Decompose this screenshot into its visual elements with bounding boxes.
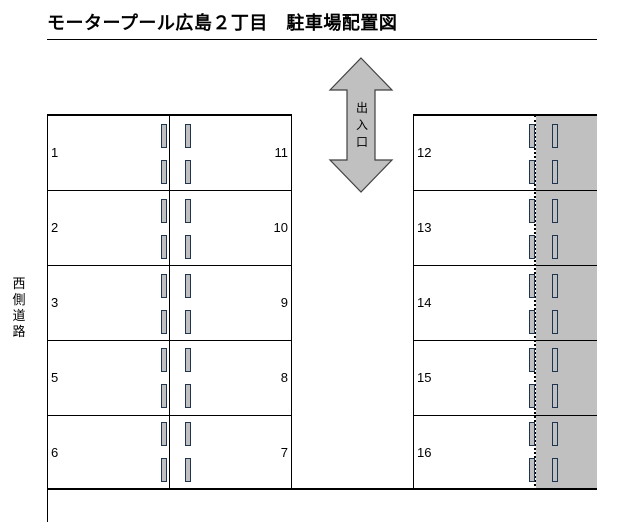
car-stop-icon (529, 458, 535, 482)
car-stop-icon (185, 274, 191, 298)
car-stop-icon (161, 124, 167, 148)
car-stop-icon (185, 160, 191, 184)
entrance-label-char: 口 (355, 135, 368, 149)
entrance-label-char: 入 (355, 118, 368, 132)
parking-slot-number: 5 (51, 370, 59, 385)
title-underline (47, 39, 597, 40)
parking-slot-number: 2 (51, 220, 59, 235)
car-stop-icon (529, 348, 535, 372)
west-road-label: 西 側 道 路 (9, 277, 29, 341)
car-stop-icon (185, 422, 191, 446)
parking-slot-number: 11 (274, 145, 289, 160)
car-stop-icon (529, 199, 535, 223)
left-block-left-border (47, 114, 48, 522)
parking-slot-number: 9 (280, 295, 288, 310)
car-stop-icon (529, 160, 535, 184)
parking-slot-number: 1 (51, 145, 59, 160)
gray-restricted-zone (536, 115, 597, 490)
parking-slot-number: 10 (273, 220, 288, 235)
car-stop-icon (529, 124, 535, 148)
car-stop-icon (529, 310, 535, 334)
car-stop-icon (185, 384, 191, 408)
car-stop-icon (552, 199, 558, 223)
car-stop-icon (161, 199, 167, 223)
car-stop-icon (185, 199, 191, 223)
car-stop-icon (529, 274, 535, 298)
car-stop-icon (552, 124, 558, 148)
car-stop-icon (552, 160, 558, 184)
car-stop-icon (161, 274, 167, 298)
car-stop-icon (185, 235, 191, 259)
car-stop-icon (185, 124, 191, 148)
car-stop-icon (552, 384, 558, 408)
left-block-center-divider (169, 114, 170, 490)
car-stop-icon (552, 274, 558, 298)
parking-slot-number: 6 (51, 445, 59, 460)
parking-slot-number: 15 (417, 370, 432, 385)
parking-slot-number: 14 (417, 295, 432, 310)
row-divider (47, 415, 292, 416)
row-divider (413, 415, 597, 416)
car-stop-icon (161, 160, 167, 184)
parking-slot-number: 13 (417, 220, 432, 235)
car-stop-icon (185, 348, 191, 372)
car-stop-icon (161, 235, 167, 259)
row-divider (47, 340, 292, 341)
entrance-label-char: 出 (355, 101, 368, 115)
parking-slot-number: 16 (417, 445, 432, 460)
parking-slot-number: 12 (417, 145, 432, 160)
row-divider (47, 265, 292, 266)
row-divider (413, 340, 597, 341)
parking-slot-number: 7 (280, 445, 288, 460)
car-stop-icon (529, 422, 535, 446)
right-block-top-border (413, 114, 597, 116)
car-stop-icon (552, 458, 558, 482)
car-stop-icon (161, 384, 167, 408)
car-stop-icon (552, 348, 558, 372)
car-stop-icon (161, 458, 167, 482)
road-label-char: 西 (12, 277, 26, 292)
car-stop-icon (529, 384, 535, 408)
page-title: モータープール広島２丁目 駐車場配置図 (47, 13, 398, 34)
car-stop-icon (552, 235, 558, 259)
entrance-double-arrow-icon (328, 57, 394, 193)
parking-slot-number: 3 (51, 295, 59, 310)
road-label-char: 側 (12, 293, 26, 308)
left-block-right-border (291, 114, 292, 490)
parking-slot-number: 8 (280, 370, 288, 385)
car-stop-icon (161, 310, 167, 334)
road-label-char: 路 (12, 325, 26, 340)
road-label-char: 道 (12, 309, 26, 324)
car-stop-icon (185, 458, 191, 482)
car-stop-icon (552, 310, 558, 334)
right-block-dotted-divider (534, 115, 536, 490)
row-divider (413, 190, 597, 191)
car-stop-icon (185, 310, 191, 334)
entrance-label: 出 入 口 (352, 100, 372, 151)
row-divider (47, 190, 292, 191)
car-stop-icon (552, 422, 558, 446)
car-stop-icon (161, 348, 167, 372)
right-block-left-border (413, 114, 414, 490)
row-divider (413, 265, 597, 266)
car-stop-icon (161, 422, 167, 446)
bottom-boundary-line (47, 488, 597, 490)
car-stop-icon (529, 235, 535, 259)
